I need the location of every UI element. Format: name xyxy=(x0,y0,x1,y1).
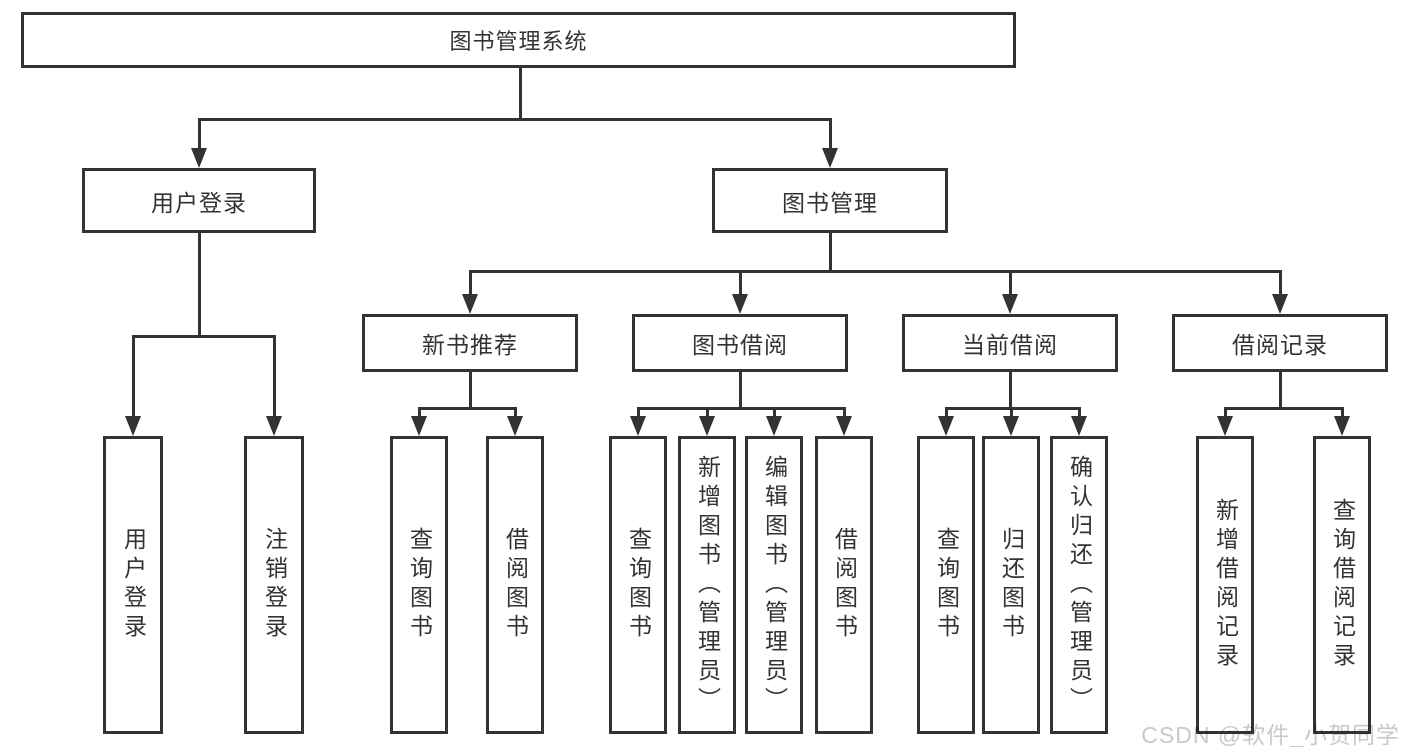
connector-arrow-user-login xyxy=(198,118,201,151)
arrowhead-user-login xyxy=(191,148,207,168)
arrowhead-nb-borrow xyxy=(507,416,523,436)
node-label: 查询图书 xyxy=(933,527,960,643)
leaf-borrowing-query-books: 查询图书 xyxy=(609,436,667,734)
node-current-borrowing: 当前借阅 xyxy=(902,314,1118,372)
node-label: 图书管理 xyxy=(782,189,878,216)
arrowhead-book-borrow xyxy=(732,294,748,314)
connector-borrow-records-split xyxy=(1224,407,1344,410)
leaf-current-query-books: 查询图书 xyxy=(917,436,975,734)
connector-arrow-bb-add xyxy=(706,407,709,419)
connector-arrow-new-book xyxy=(469,270,472,297)
arrowhead-bb-query xyxy=(630,416,646,436)
connector-arrow-br-query xyxy=(1341,407,1344,419)
arrowhead-ul-logout xyxy=(266,416,282,436)
node-label: 查询图书 xyxy=(406,527,433,643)
connector-book-borrow-stub xyxy=(739,372,742,407)
arrowhead-bb-edit xyxy=(766,416,782,436)
connector-new-book-stub xyxy=(469,372,472,407)
connector-arrow-ul-logout xyxy=(273,335,276,419)
connector-book-mgmt-stub xyxy=(829,233,832,270)
node-label: 用户登录 xyxy=(120,527,147,643)
leaf-user-login: 用户登录 xyxy=(103,436,163,734)
csdn-watermark: CSDN @软件_小贺同学 xyxy=(1141,722,1400,747)
leaf-newbook-borrow-books: 借阅图书 xyxy=(486,436,544,734)
connector-arrow-br-add xyxy=(1224,407,1227,419)
connector-arrow-cb-return xyxy=(1010,407,1013,419)
node-label: 注销登录 xyxy=(261,527,288,643)
arrowhead-current-borrow xyxy=(1002,294,1018,314)
leaf-borrowing-borrow-books: 借阅图书 xyxy=(815,436,873,734)
connector-arrow-bb-edit xyxy=(773,407,776,419)
node-root: 图书管理系统 xyxy=(21,12,1016,68)
node-label: 新书推荐 xyxy=(422,332,518,358)
node-label: 图书管理系统 xyxy=(449,29,588,54)
node-book-management: 图书管理 xyxy=(712,168,948,233)
node-label: 当前借阅 xyxy=(962,332,1058,358)
connector-arrow-borrow-records xyxy=(1279,270,1282,297)
connector-current-borrow-stub xyxy=(1009,372,1012,407)
node-label: 新增借阅记录 xyxy=(1212,498,1239,672)
leaf-logout: 注销登录 xyxy=(244,436,304,734)
node-label: 图书借阅 xyxy=(692,332,788,358)
connector-arrow-bb-borrow xyxy=(843,407,846,419)
leaf-current-return-books: 归还图书 xyxy=(982,436,1040,734)
arrowhead-borrow-records xyxy=(1272,294,1288,314)
node-label: 新增图书（管理员） xyxy=(694,454,721,716)
arrowhead-cb-query xyxy=(938,416,954,436)
node-label: 借阅记录 xyxy=(1232,332,1328,358)
node-label: 查询图书 xyxy=(625,527,652,643)
connector-current-borrow-split xyxy=(945,407,1081,410)
connector-root-stub xyxy=(519,68,522,118)
connector-arrow-bb-query xyxy=(637,407,640,419)
arrowhead-nb-query xyxy=(411,416,427,436)
node-book-borrowing: 图书借阅 xyxy=(632,314,848,372)
arrowhead-ul-login xyxy=(125,416,141,436)
leaf-newbook-query-books: 查询图书 xyxy=(390,436,448,734)
connector-arrow-nb-borrow xyxy=(514,407,517,419)
connector-book-borrow-split xyxy=(637,407,846,410)
connector-arrow-book-borrow xyxy=(739,270,742,297)
connector-user-login-stub xyxy=(198,233,201,335)
node-new-book-recommend: 新书推荐 xyxy=(362,314,578,372)
node-borrow-records: 借阅记录 xyxy=(1172,314,1388,372)
connector-arrow-cb-query xyxy=(945,407,948,419)
node-user-login: 用户登录 xyxy=(82,168,316,233)
leaf-borrowing-add-books-admin: 新增图书（管理员） xyxy=(678,436,736,734)
leaf-current-confirm-return-admin: 确认归还（管理员） xyxy=(1050,436,1108,734)
node-label: 借阅图书 xyxy=(502,527,529,643)
connector-new-book-split xyxy=(418,407,517,410)
node-label: 借阅图书 xyxy=(831,527,858,643)
arrowhead-bb-add xyxy=(699,416,715,436)
node-label: 查询借阅记录 xyxy=(1329,498,1356,672)
arrowhead-new-book xyxy=(462,294,478,314)
connector-arrow-current-borrow xyxy=(1009,270,1012,297)
connector-arrow-nb-query xyxy=(418,407,421,419)
leaf-borrowing-edit-books-admin: 编辑图书（管理员） xyxy=(745,436,803,734)
node-label: 编辑图书（管理员） xyxy=(761,454,788,716)
leaf-records-add-record: 新增借阅记录 xyxy=(1196,436,1254,734)
arrowhead-book-mgmt xyxy=(822,148,838,168)
arrowhead-cb-confirm xyxy=(1071,416,1087,436)
arrowhead-bb-borrow xyxy=(836,416,852,436)
connector-borrow-records-stub xyxy=(1279,372,1282,407)
connector-arrow-ul-login xyxy=(132,335,135,419)
connector-arrow-cb-confirm xyxy=(1078,407,1081,419)
arrowhead-br-add xyxy=(1217,416,1233,436)
connector-level2-split xyxy=(198,118,832,121)
connector-user-login-split xyxy=(132,335,276,338)
leaf-records-query-record: 查询借阅记录 xyxy=(1313,436,1371,734)
arrowhead-cb-return xyxy=(1003,416,1019,436)
node-label: 确认归还（管理员） xyxy=(1066,454,1093,716)
arrowhead-br-query xyxy=(1334,416,1350,436)
connector-level3-split xyxy=(469,270,1282,273)
node-label: 用户登录 xyxy=(151,189,247,216)
connector-arrow-book-mgmt xyxy=(829,118,832,151)
node-label: 归还图书 xyxy=(998,527,1025,643)
